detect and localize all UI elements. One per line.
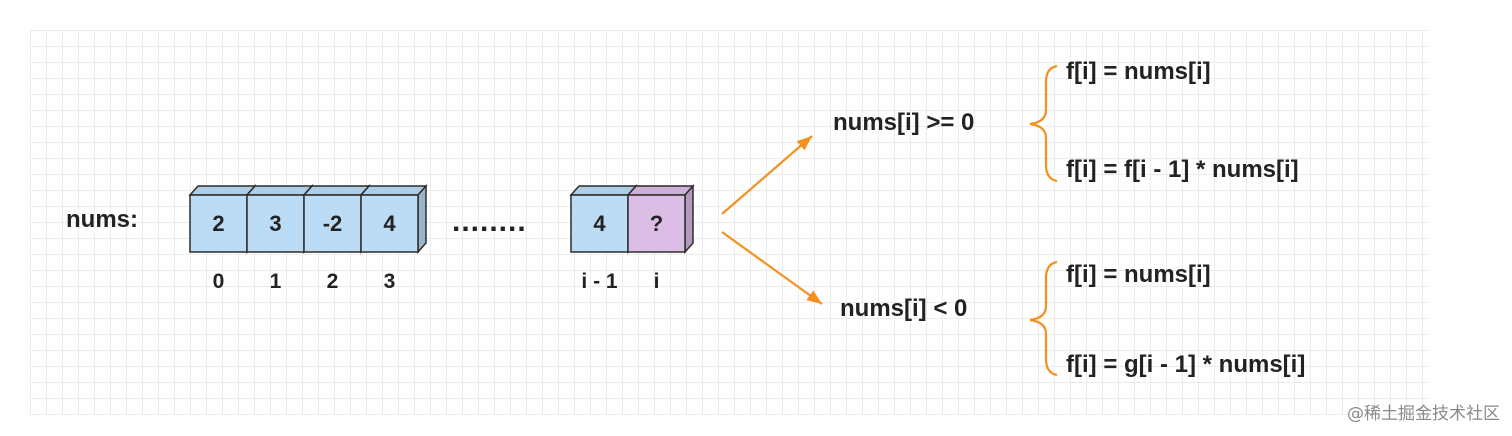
cell-side-face — [684, 184, 694, 254]
grid-background — [30, 30, 1428, 415]
condition-negative: nums[i] < 0 — [840, 295, 968, 322]
array-cells — [188, 184, 695, 254]
case-text: f[i] = g[i - 1] * nums[i] — [1066, 351, 1306, 378]
arrow-line — [721, 231, 823, 305]
cell-top-face — [569, 185, 638, 196]
cell-top-face — [245, 185, 314, 196]
cell-index: i - 1 — [581, 270, 618, 293]
case-text: f[i] = f[i - 1] * nums[i] — [1066, 156, 1299, 183]
condition-nonnegative: nums[i] >= 0 — [833, 109, 975, 136]
array-cell — [359, 184, 428, 254]
cell-index: 0 — [212, 270, 225, 293]
cell-value: -2 — [322, 210, 343, 236]
cell-top-face — [359, 185, 428, 196]
array-label: nums: — [66, 206, 138, 233]
cell-top-face — [188, 185, 257, 196]
ellipsis: ........ — [452, 205, 527, 238]
cell-front-face — [627, 194, 686, 253]
curly-brace — [1029, 260, 1058, 377]
cell-index: i — [653, 270, 660, 293]
cell-front-face — [303, 194, 362, 253]
case-braces — [1029, 64, 1058, 377]
curly-brace — [1029, 64, 1058, 183]
cell-top-face — [626, 185, 695, 196]
cell-value: 4 — [593, 210, 606, 236]
cell-index: 2 — [326, 270, 339, 293]
watermark: @稀土掘金技术社区 — [1347, 404, 1500, 424]
arrow-line — [721, 135, 813, 215]
branch-arrows — [721, 135, 823, 305]
case-text: f[i] = nums[i] — [1066, 58, 1211, 85]
cell-value: ? — [649, 210, 664, 236]
cell-value: 2 — [212, 210, 225, 236]
cell-front-face — [189, 194, 248, 253]
case-text: f[i] = nums[i] — [1066, 261, 1211, 288]
cell-front-face — [360, 194, 419, 253]
cell-top-face — [302, 185, 371, 196]
arrow-head — [806, 290, 822, 304]
arrow-head — [796, 136, 812, 151]
cell-index: 1 — [269, 270, 282, 293]
cell-value: 4 — [383, 210, 396, 236]
cell-value: 3 — [269, 210, 282, 236]
cell-index: 3 — [383, 270, 396, 293]
array-cell — [626, 184, 695, 254]
cell-side-face — [417, 184, 427, 254]
